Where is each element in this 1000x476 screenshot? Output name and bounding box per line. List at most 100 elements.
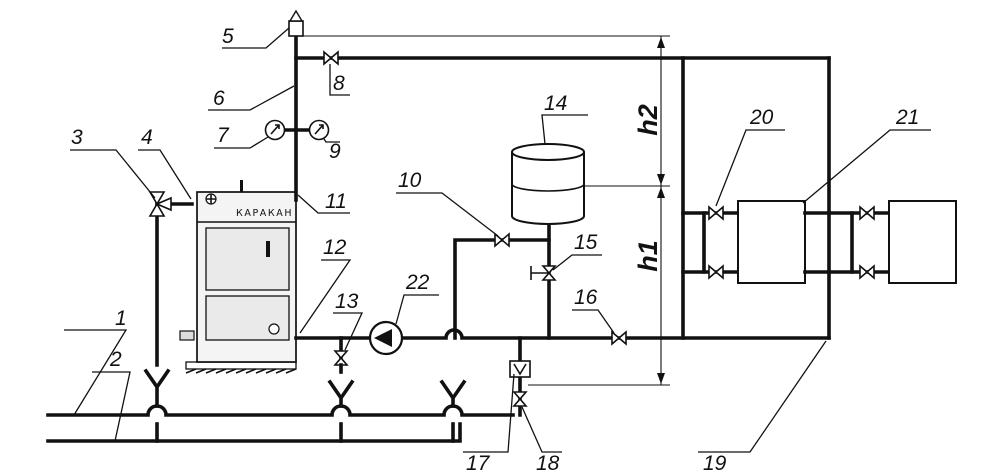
leader-13 xyxy=(333,312,364,351)
top-supply-line xyxy=(294,50,831,66)
expansion-tank-water-level xyxy=(511,183,585,192)
safety-valve-3-top xyxy=(148,191,166,206)
loop-right-bypass xyxy=(827,211,854,274)
return-line xyxy=(294,320,831,374)
loop-left-bypass xyxy=(681,211,706,274)
callout-21: 21 xyxy=(895,106,919,129)
callout-10: 10 xyxy=(398,169,422,192)
dim-arrow-mid-up xyxy=(657,174,665,185)
leader-2 xyxy=(92,371,131,442)
valve-rad2-top xyxy=(859,205,875,221)
boiler-door-handle xyxy=(266,241,270,257)
leader-14 xyxy=(541,114,588,145)
leader-12 xyxy=(299,259,352,334)
boiler-ash-port xyxy=(268,323,280,335)
leader-15 xyxy=(552,254,602,271)
safety-valve-3-side xyxy=(154,196,172,212)
gauge-7-needle xyxy=(270,124,280,135)
valve-10 xyxy=(494,232,510,248)
boiler: КАРАКАН xyxy=(179,180,297,374)
leader-20 xyxy=(715,129,785,207)
callout-3: 3 xyxy=(71,126,83,149)
valve-rad2-bottom xyxy=(859,264,875,280)
callout-13: 13 xyxy=(335,290,359,313)
drain-funnel-3 xyxy=(439,379,467,408)
boiler-lower-door xyxy=(205,295,290,341)
callout-22: 22 xyxy=(405,271,430,294)
thermometer-9-needle xyxy=(314,124,324,135)
leader-19 xyxy=(698,340,827,453)
callout-4: 4 xyxy=(141,126,153,149)
leader-21 xyxy=(802,129,931,204)
air-vent-5 xyxy=(288,20,304,37)
radiator-2 xyxy=(888,200,957,284)
valve-18 xyxy=(512,391,528,407)
leader-3 xyxy=(70,149,156,199)
callout-14: 14 xyxy=(544,92,567,115)
callout-16: 16 xyxy=(574,286,598,309)
dim-h2-label: h2 xyxy=(633,104,663,136)
leader-9 xyxy=(323,138,340,143)
leader-11 xyxy=(297,194,350,214)
leader-16 xyxy=(572,309,615,334)
drain-lines xyxy=(46,404,515,443)
radiator-21 xyxy=(737,200,806,284)
radiator-loop xyxy=(681,56,957,340)
expansion-tank-group xyxy=(453,143,585,340)
leader-8 xyxy=(329,64,350,96)
boiler-upper-door xyxy=(205,227,290,291)
pump-direction-arrow xyxy=(374,329,392,347)
callout-15: 15 xyxy=(574,231,598,254)
drain-funnel-2 xyxy=(327,379,355,408)
callout-12: 12 xyxy=(323,236,347,259)
air-vent-5-cap xyxy=(288,9,304,22)
leader-5 xyxy=(222,27,290,49)
drain-valve-13 xyxy=(333,350,349,366)
boiler-brand-text: КАРАКАН xyxy=(236,208,293,219)
drain-funnels xyxy=(143,368,467,408)
safety-valve-3-bottom xyxy=(148,202,166,217)
dim-arrow-top xyxy=(657,37,665,48)
callout-numbers: 1 2 3 4 5 6 7 8 9 10 11 12 13 14 15 16 1… xyxy=(71,25,919,475)
boiler-port-cross xyxy=(206,194,216,204)
drain-line-1 xyxy=(46,404,515,417)
callout-11: 11 xyxy=(325,190,347,213)
leader-6 xyxy=(208,85,295,111)
rad-21-out xyxy=(803,211,831,274)
expansion-tank-14 xyxy=(511,152,585,225)
callout-5: 5 xyxy=(222,25,234,48)
callout-2: 2 xyxy=(109,348,122,371)
expansion-tank-top xyxy=(511,143,585,161)
valve-20-bottom xyxy=(708,264,724,280)
callout-7: 7 xyxy=(217,124,230,147)
callout-9: 9 xyxy=(329,140,341,163)
callout-17: 17 xyxy=(466,452,491,475)
dim-h1-label: h1 xyxy=(633,240,663,272)
dimension-lines: h2 h1 xyxy=(303,35,670,386)
leader-7 xyxy=(214,136,269,149)
floor-hatching xyxy=(185,368,297,374)
makeup-line xyxy=(509,336,531,417)
boiler-base xyxy=(185,361,297,370)
leader-10 xyxy=(396,192,499,237)
boiler-burner-nozzle xyxy=(179,330,195,341)
boiler-chimney-stub xyxy=(240,180,243,192)
drain-funnel-1 xyxy=(143,368,171,408)
leader-18 xyxy=(521,406,562,453)
leader-4 xyxy=(138,149,192,200)
valve-20-top xyxy=(708,205,724,221)
dim-arrow-bottom xyxy=(657,373,665,384)
valve-15-handle xyxy=(530,266,549,280)
callout-1: 1 xyxy=(115,307,127,330)
leader-lines xyxy=(64,27,931,453)
callout-19: 19 xyxy=(703,452,727,475)
leader-17 xyxy=(463,373,515,453)
leader-1 xyxy=(64,329,128,416)
dim-arrow-mid-down xyxy=(657,187,665,198)
callout-18: 18 xyxy=(536,452,560,475)
leader-22 xyxy=(395,294,439,325)
callout-20: 20 xyxy=(749,106,774,129)
supply-riser xyxy=(264,9,330,202)
